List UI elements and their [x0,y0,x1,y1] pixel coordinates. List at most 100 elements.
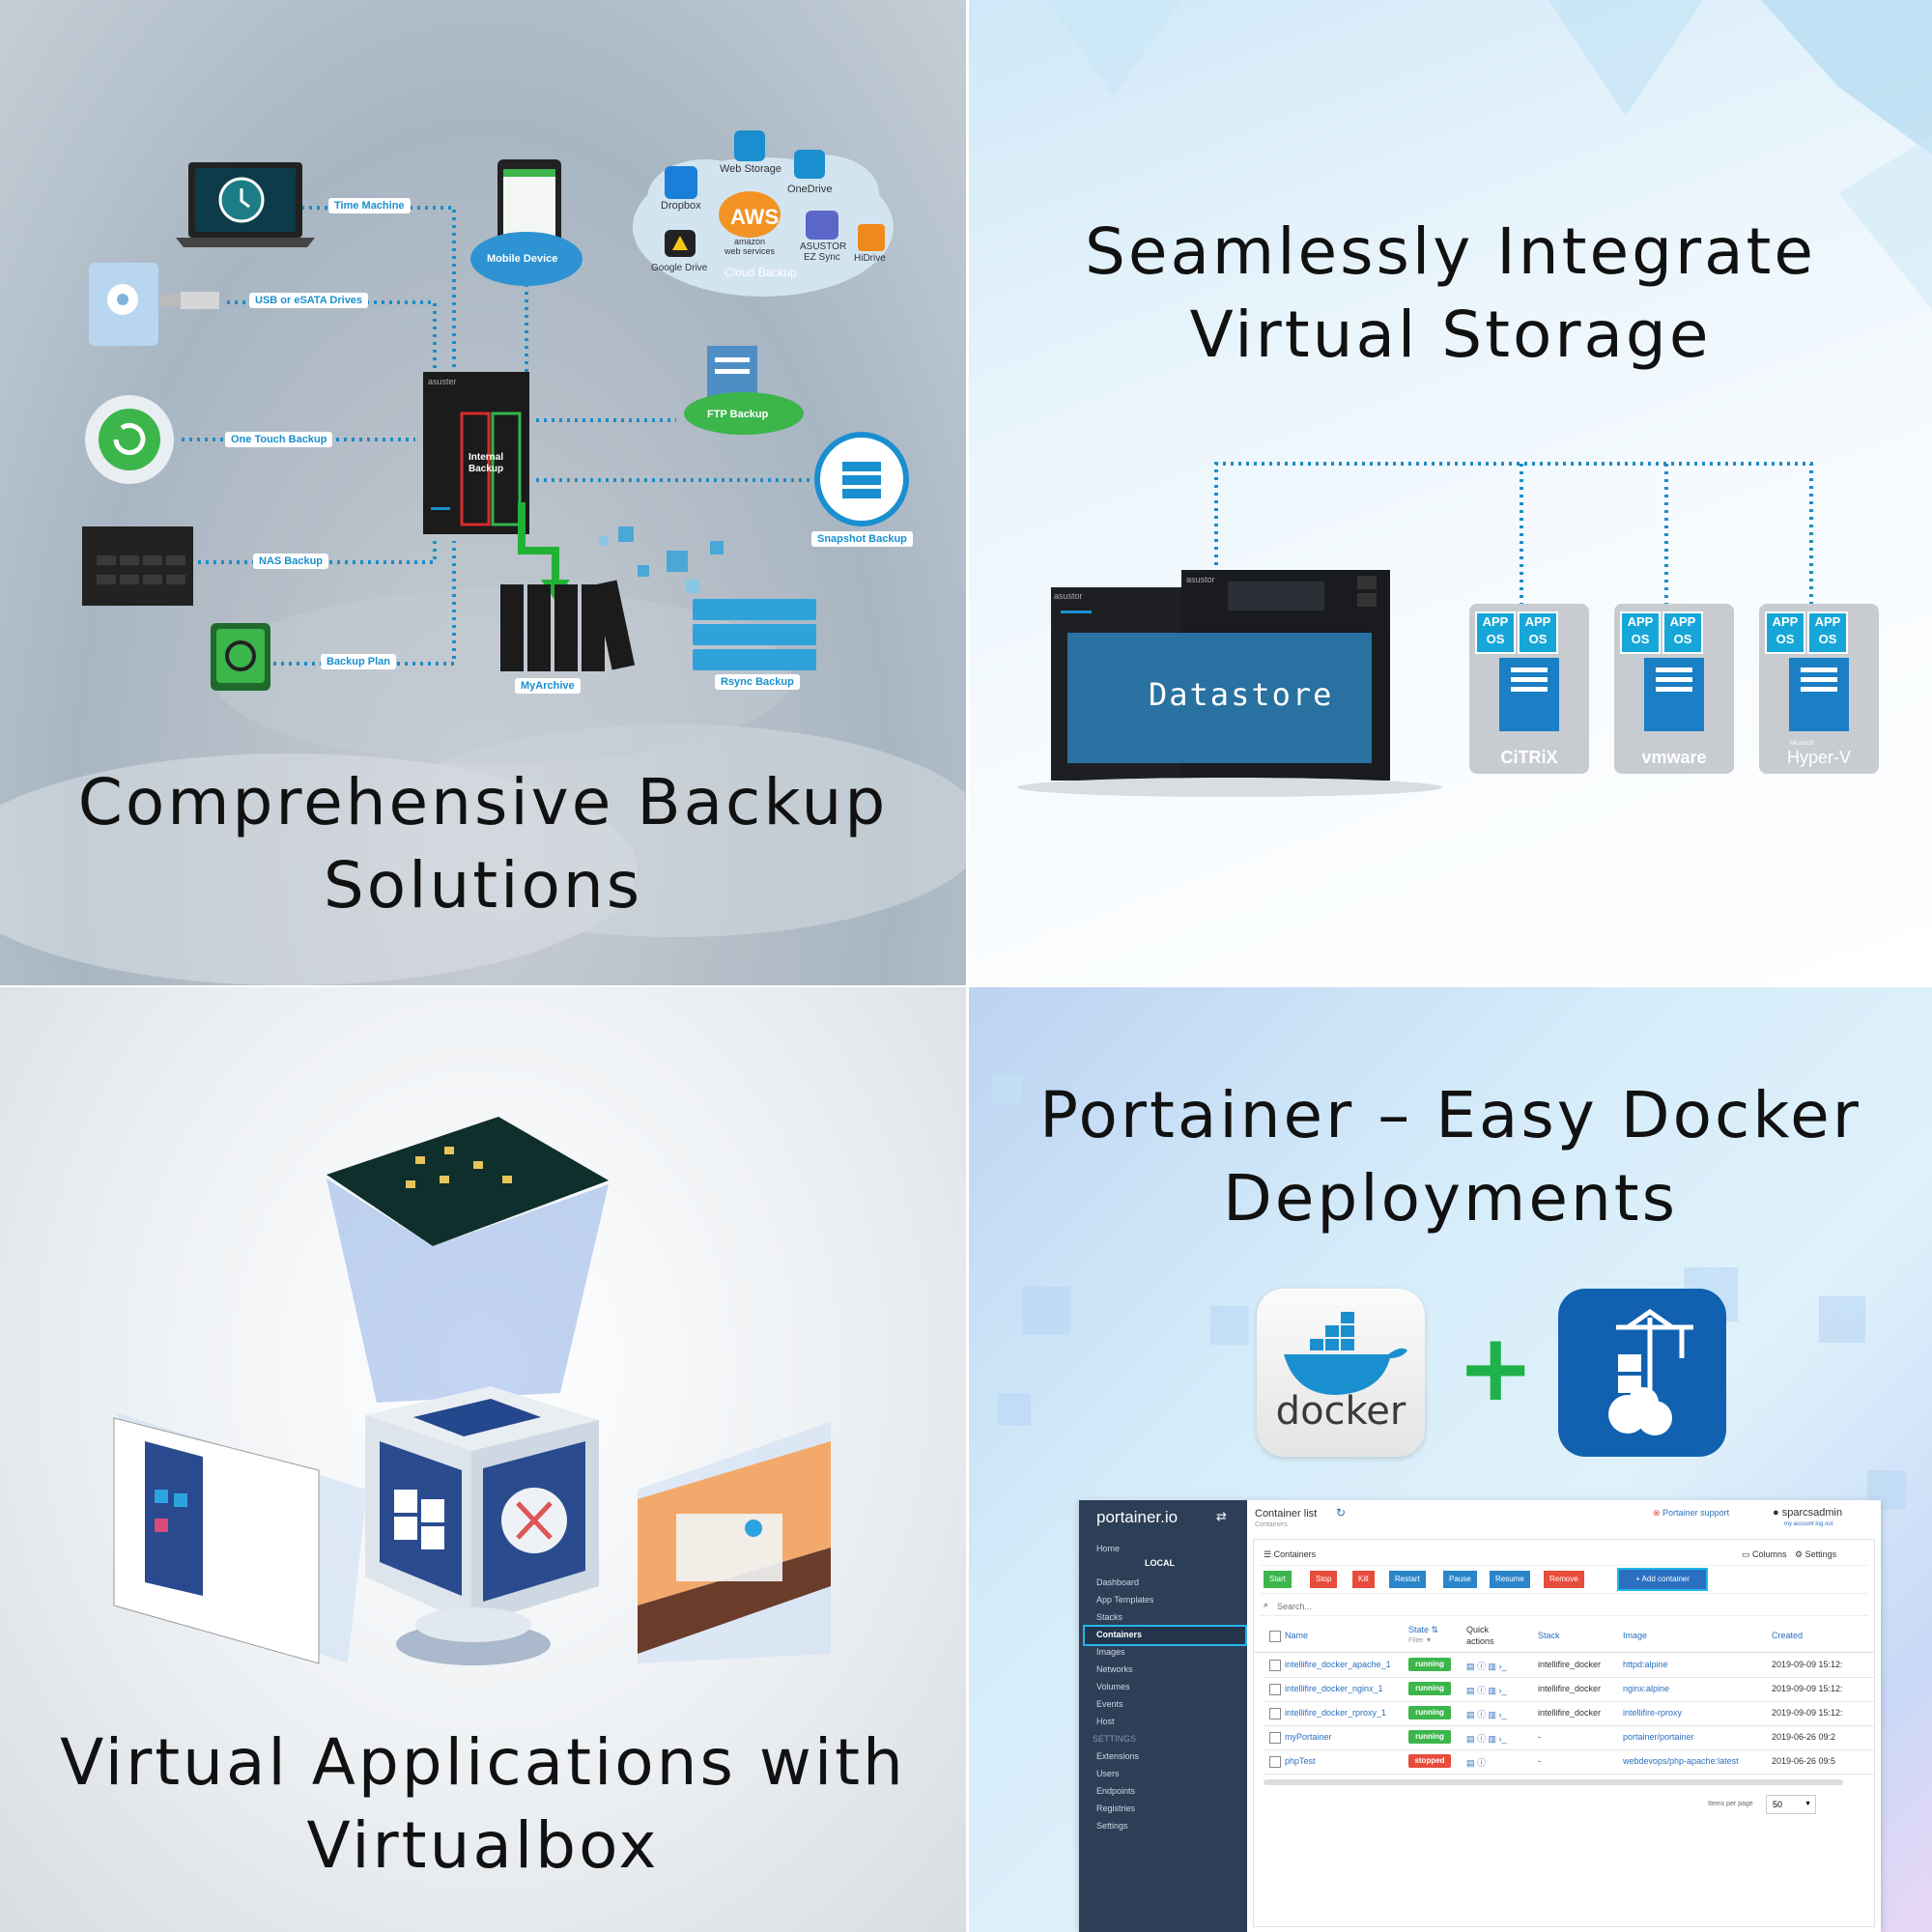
settings-button[interactable]: ⚙ Settings [1795,1549,1837,1559]
table-row[interactable]: myPortainer running ▤ ⓘ ▥ ›_ - portainer… [1264,1726,1874,1750]
container-image[interactable]: webdevops/php-apache:latest [1623,1756,1739,1766]
storage-title: Seamlessly Integrate Virtual Storage [969,211,1932,377]
table-row[interactable]: phpTest stopped ▤ ⓘ - webdevops/php-apac… [1264,1750,1874,1775]
user-menu[interactable]: ● sparcsadmin [1773,1507,1842,1519]
account-links[interactable]: my account log out [1784,1521,1833,1527]
quick-action-icons[interactable]: ▤ ⓘ ▥ ›_ [1466,1662,1507,1671]
select-all-checkbox[interactable] [1269,1631,1281,1642]
row-checkbox[interactable] [1269,1660,1281,1671]
heart-icon: ⊗ [1653,1508,1663,1518]
start-button[interactable]: Start [1264,1571,1292,1588]
table-row[interactable]: intellifire_docker_nginx_1 running ▤ ⓘ ▥… [1264,1678,1874,1702]
columns-button[interactable]: ▭ Columns [1742,1549,1787,1559]
onedrive-icon [794,150,825,179]
add-container-button[interactable]: + Add container [1617,1568,1708,1591]
refresh-icon[interactable]: ↻ [1336,1506,1347,1520]
nav-stacks[interactable]: Stacks [1096,1612,1123,1622]
container-image[interactable]: portainer/portainer [1623,1732,1694,1742]
chevron-down-icon: ▼ [1804,1801,1811,1807]
swap-icon[interactable]: ⇄ [1216,1510,1227,1524]
nav-local[interactable]: LOCAL [1145,1558,1175,1568]
col-state[interactable]: State ⇅ [1408,1625,1439,1634]
nav-networks[interactable]: Networks [1096,1664,1133,1674]
nav-volumes[interactable]: Volumes [1096,1682,1130,1691]
dropbox-icon [665,166,697,199]
nav-settings[interactable]: Settings [1096,1821,1128,1831]
virtualbox-title: Virtual Applications with Virtualbox [0,1721,966,1888]
backup-plan-icon [211,623,270,691]
nav-host[interactable]: Host [1096,1717,1115,1726]
portainer-ui-screenshot: portainer.io ⇄ Home LOCAL Dashboard App … [1079,1500,1881,1932]
ez-sync-icon [806,211,838,240]
status-badge: running [1408,1682,1451,1695]
hidrive-icon [858,224,885,251]
stop-button[interactable]: Stop [1310,1571,1338,1588]
breadcrumb: Containers [1255,1521,1288,1528]
container-name[interactable]: intellifire_docker_apache_1 [1285,1660,1391,1669]
container-name[interactable]: myPortainer [1285,1732,1332,1742]
container-created: 2019-09-09 15:12: [1772,1660,1843,1669]
mobile-device-label: Mobile Device [481,251,564,267]
row-checkbox[interactable] [1269,1684,1281,1695]
nav-events[interactable]: Events [1096,1699,1123,1709]
web-storage-label: Web Storage [720,163,782,175]
nav-endpoints[interactable]: Endpoints [1096,1786,1136,1796]
nav-home[interactable]: Home [1096,1544,1121,1553]
nav-dashboard[interactable]: Dashboard [1096,1577,1140,1587]
col-image[interactable]: Image [1623,1631,1648,1640]
container-image[interactable]: httpd:alpine [1623,1660,1668,1669]
cloud-backup-label: Cloud Backup [724,266,797,279]
col-stack[interactable]: Stack [1538,1631,1560,1640]
page-size-select[interactable]: 50▼ [1766,1795,1816,1814]
row-checkbox[interactable] [1269,1732,1281,1744]
docker-wordmark: docker [1275,1389,1406,1434]
nav-users[interactable]: Users [1096,1769,1120,1778]
nav-registries[interactable]: Registries [1096,1804,1136,1813]
backup-title-line2: Solutions [323,848,643,923]
table-row[interactable]: intellifire_docker_rproxy_1 running ▤ ⓘ … [1264,1702,1874,1726]
nas-brand: asuster [428,377,457,386]
container-name[interactable]: intellifire_docker_nginx_1 [1285,1684,1383,1693]
panel-divider-horizontal [0,985,1932,987]
resume-button[interactable]: Resume [1490,1571,1530,1588]
quick-action-icons[interactable]: ▤ ⓘ ▥ ›_ [1466,1710,1507,1719]
container-image[interactable]: nginx:alpine [1623,1684,1670,1693]
time-machine-label: Time Machine [328,198,411,213]
quick-action-icons[interactable]: ▤ ⓘ ▥ ›_ [1466,1734,1507,1744]
nav-extensions[interactable]: Extensions [1096,1751,1140,1761]
nav-containers[interactable]: Containers [1096,1630,1143,1639]
container-name[interactable]: intellifire_docker_rproxy_1 [1285,1708,1387,1718]
nav-images[interactable]: Images [1096,1647,1125,1657]
container-image[interactable]: intellifire-rproxy [1623,1708,1683,1718]
docker-whale-icon [1284,1312,1407,1395]
search-bar: ⌕ [1260,1598,1868,1616]
one-touch-icon [85,395,174,484]
state-filter[interactable]: Filter ▼ [1408,1637,1432,1644]
table-row[interactable]: intellifire_docker_apache_1 running ▤ ⓘ … [1264,1654,1874,1678]
datastore-overlay [1067,633,1372,763]
ez-sync-line1: ASUSTOR [800,242,847,252]
col-created[interactable]: Created [1772,1631,1804,1640]
row-checkbox[interactable] [1269,1756,1281,1768]
kill-button[interactable]: Kill [1352,1571,1375,1588]
docker-logo: docker [1257,1289,1425,1457]
horizontal-scrollbar[interactable] [1264,1779,1843,1785]
pause-button[interactable]: Pause [1443,1571,1477,1588]
quick-action-icons[interactable]: ▤ ⓘ ▥ ›_ [1466,1686,1507,1695]
col-name[interactable]: Name [1285,1631,1309,1640]
row-checkbox[interactable] [1269,1708,1281,1719]
nav-app-templates[interactable]: App Templates [1096,1595,1154,1605]
quick-action-icons[interactable]: ▤ ⓘ [1466,1758,1487,1768]
search-input[interactable] [1275,1598,1569,1615]
myarchive-label: MyArchive [515,678,581,694]
support-link[interactable]: ⊗ Portainer support [1653,1508,1729,1519]
nav-containers-highlight[interactable] [1083,1625,1247,1646]
restart-button[interactable]: Restart [1389,1571,1426,1588]
myarchive-icon [500,580,636,671]
container-name[interactable]: phpTest [1285,1756,1316,1766]
remove-button[interactable]: Remove [1544,1571,1584,1588]
